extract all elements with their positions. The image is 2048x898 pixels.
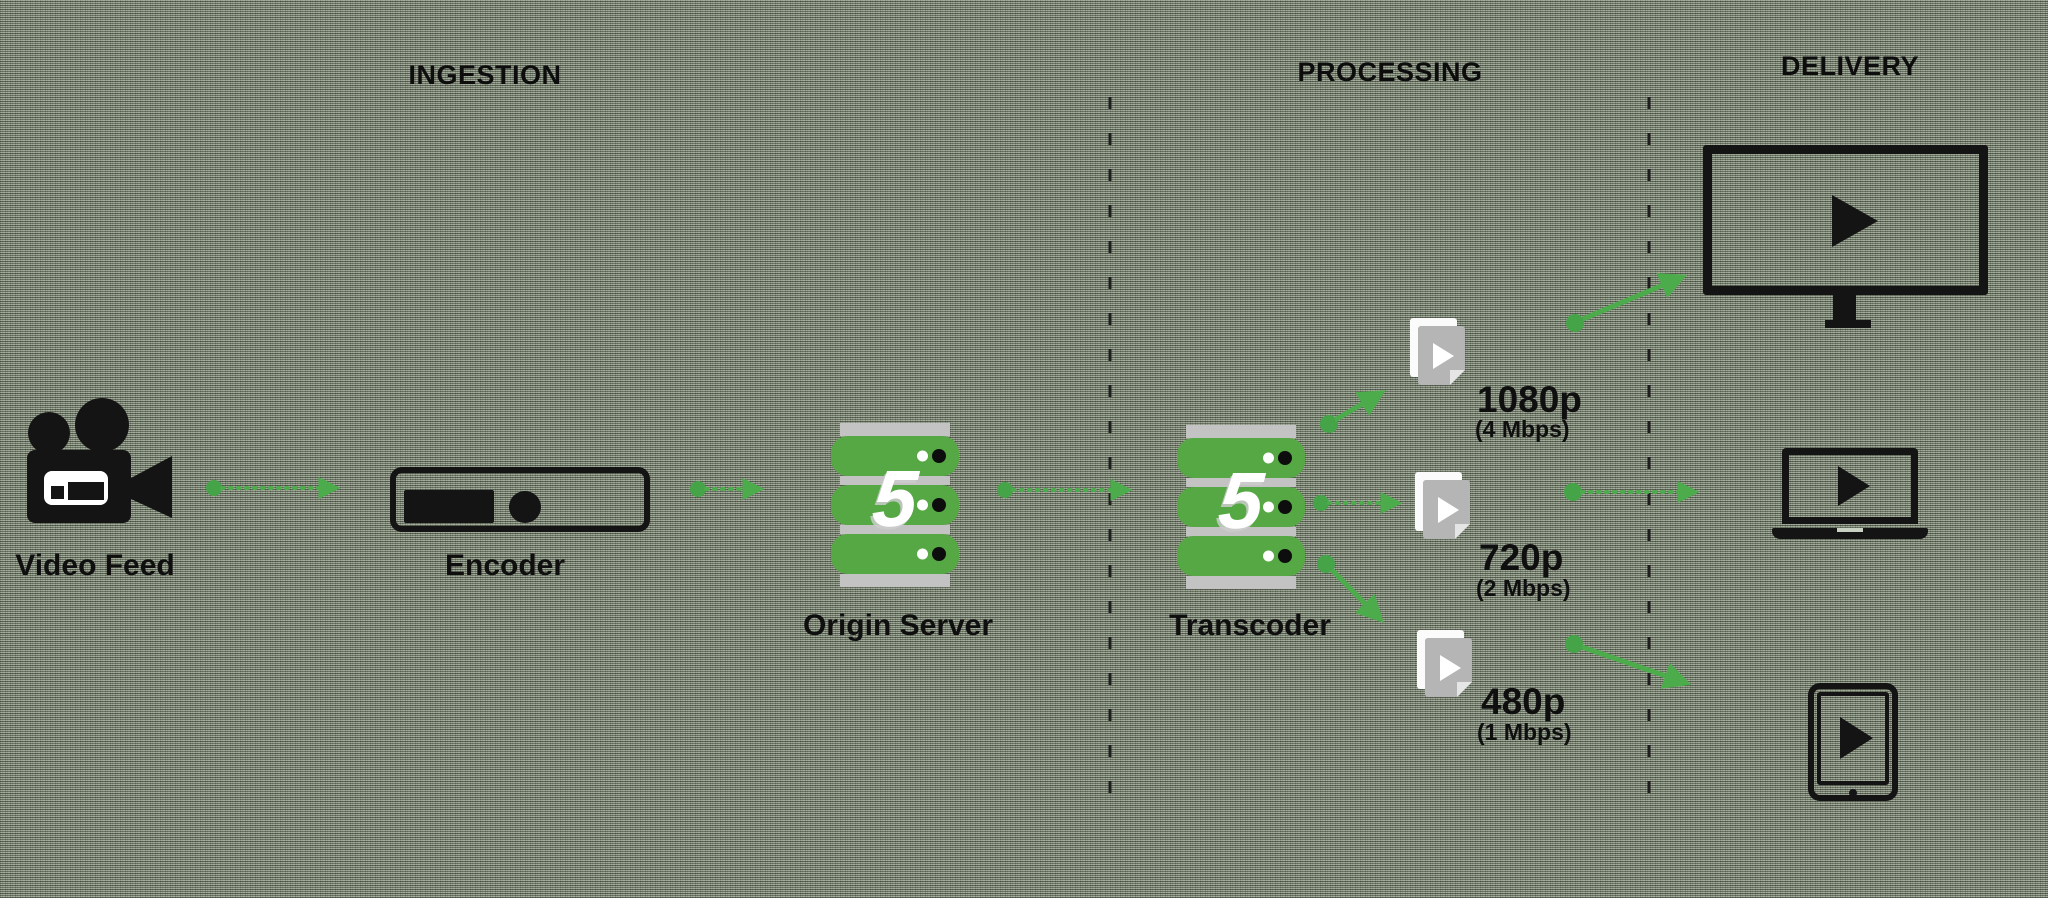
section-header-delivery: DELIVERY (1780, 51, 1920, 81)
server-cap (840, 525, 950, 534)
transcoder-icon: 5 (1177, 425, 1305, 589)
rendition-resolution-1080p: 1080p (1477, 379, 1582, 420)
video-file-icon-720p (1415, 472, 1471, 540)
server-unit (831, 485, 959, 525)
server-cap (1186, 576, 1296, 589)
arrow-1080p-to-monitor (1566, 272, 1688, 332)
server-unit (1177, 438, 1305, 478)
play-icon (1440, 655, 1461, 681)
arrow-480p-to-tablet (1565, 635, 1692, 689)
play-icon (1832, 195, 1878, 247)
encoder-label: Encoder (444, 549, 566, 582)
file-folded-corner (1455, 524, 1470, 539)
monitor-base (1825, 320, 1871, 328)
play-icon (1438, 497, 1459, 523)
arrow-origin-to-transcoder (997, 479, 1133, 501)
transcoder-label: Transcoder (1169, 609, 1331, 642)
origin-server-label: Origin Server (802, 609, 994, 642)
server-cap (1186, 478, 1296, 487)
arrow-transcoder-to-1080p (1320, 390, 1386, 433)
encoder-display-bar (404, 490, 494, 523)
tablet-icon (1808, 683, 1898, 801)
monitor-stand (1833, 295, 1856, 322)
server-unit (831, 436, 959, 476)
tablet-screen (1817, 692, 1889, 785)
origin-server-icon: 5 (831, 423, 959, 587)
video-file-icon-480p (1417, 630, 1473, 698)
server-unit (1177, 487, 1305, 527)
arrow-encoder-to-origin (690, 478, 765, 500)
channel5-logo: 5 (1215, 456, 1267, 545)
play-icon (1840, 717, 1873, 759)
monitor-screen (1703, 145, 1988, 295)
channel5-logo: 5 (869, 454, 921, 543)
arrow-720p-to-laptop (1564, 481, 1700, 503)
arrow-videofeed-to-encoder (206, 477, 341, 499)
rendition-bitrate-720p: (2 Mbps) (1476, 575, 1571, 601)
arrow-transcoder-to-720p (1313, 492, 1403, 514)
laptop-base (1772, 528, 1928, 539)
laptop-screen (1782, 448, 1918, 524)
server-cap (1186, 425, 1296, 438)
file-folded-corner (1450, 370, 1465, 385)
server-cap (840, 476, 950, 485)
laptop-icon (1772, 448, 1928, 540)
rendition-resolution-480p: 480p (1481, 681, 1566, 722)
file-folded-corner (1457, 682, 1472, 697)
video-file-icon-1080p (1410, 318, 1466, 386)
server-unit (1177, 536, 1305, 576)
video-camera-icon (27, 398, 172, 523)
tv-monitor-icon (1703, 145, 1988, 329)
rendition-bitrate-480p: (1 Mbps) (1477, 719, 1572, 745)
laptop-notch (1837, 528, 1863, 532)
section-header-processing: PROCESSING (1297, 57, 1483, 87)
rendition-resolution-720p: 720p (1479, 537, 1564, 578)
play-icon (1838, 466, 1870, 506)
video-feed-label: Video Feed (15, 549, 175, 582)
rendition-bitrate-1080p: (4 Mbps) (1475, 416, 1570, 442)
play-icon (1433, 343, 1454, 369)
server-unit (831, 534, 959, 574)
server-cap (840, 574, 950, 587)
section-header-ingestion: INGESTION (408, 60, 562, 90)
server-cap (840, 423, 950, 436)
tablet-home-button (1849, 789, 1857, 797)
encoder-knob (509, 491, 541, 523)
server-cap (1186, 527, 1296, 536)
encoder-icon (390, 467, 650, 532)
